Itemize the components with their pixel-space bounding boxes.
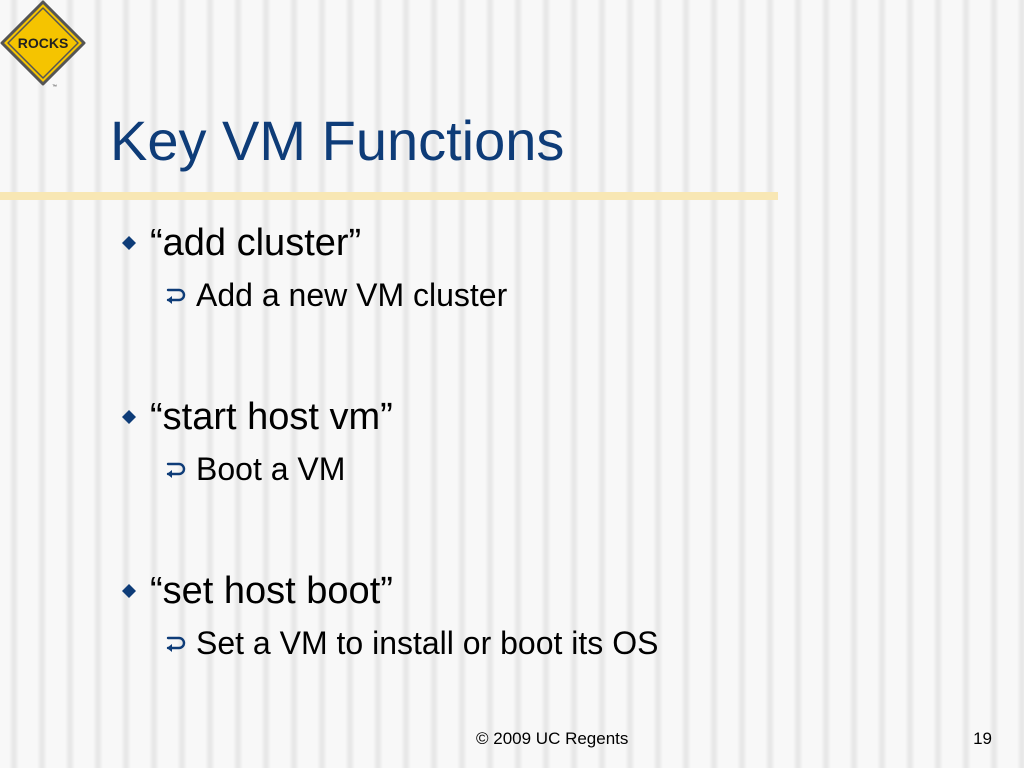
page-number: 19 — [973, 729, 992, 748]
bullet-item: “set host boot” Set a VM to install or b… — [118, 566, 918, 665]
sub-bullet-text: Set a VM to install or boot its OS — [196, 624, 659, 661]
footer-copyright: © 2009 UC Regents — [476, 729, 629, 748]
sub-bullet-text: Boot a VM — [196, 450, 346, 487]
bullet-level1: “add cluster” — [118, 218, 918, 268]
slide-title: Key VM Functions — [110, 109, 565, 172]
bullet-text: “start host vm” — [150, 395, 393, 438]
bullet-text: “set host boot” — [150, 569, 393, 612]
sub-bullet: Add a new VM cluster — [165, 273, 918, 317]
curved-arrow-bullet-icon — [166, 636, 186, 652]
bullet-item: “start host vm” Boot a VM — [118, 392, 918, 566]
curved-arrow-bullet-icon — [166, 288, 186, 304]
title-divider — [0, 192, 778, 200]
bullet-item: “add cluster” Add a new VM cluster — [118, 218, 918, 392]
bullet-level1: “start host vm” — [118, 392, 918, 442]
sub-bullet-text: Add a new VM cluster — [196, 276, 508, 313]
curved-arrow-bullet-icon — [166, 462, 186, 478]
bullet-level1: “set host boot” — [118, 566, 918, 616]
diamond-bullet-icon — [122, 584, 136, 598]
bullet-text: “add cluster” — [150, 221, 362, 264]
logo-text: ROCKS — [18, 35, 69, 51]
sub-bullet: Boot a VM — [165, 447, 918, 491]
bullet-list: “add cluster” Add a new VM cluster “star… — [118, 218, 918, 665]
sub-bullet: Set a VM to install or boot its OS — [165, 621, 918, 665]
rocks-logo: ROCKS ™ — [0, 0, 86, 90]
diamond-bullet-icon — [122, 410, 136, 424]
diamond-bullet-icon — [122, 236, 136, 250]
logo-trademark: ™ — [52, 84, 57, 90]
